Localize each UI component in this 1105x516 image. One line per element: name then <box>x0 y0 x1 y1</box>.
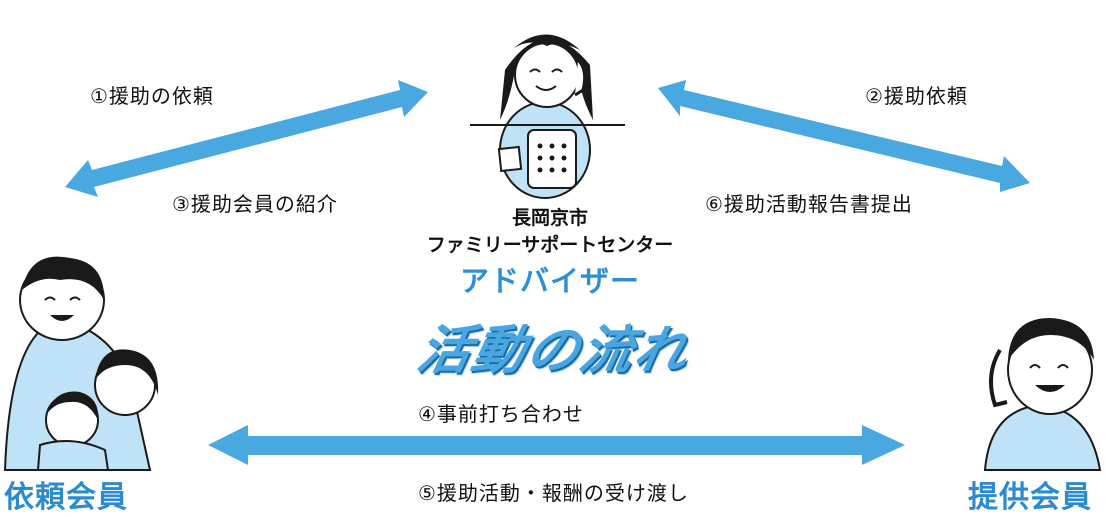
arrow-right-diagonal <box>658 80 1030 192</box>
advisor-illustration <box>470 34 625 199</box>
advisor-role-label: アドバイザー <box>459 264 640 298</box>
arrow-left-diagonal <box>65 80 428 197</box>
diagram-title: 活動の流れ <box>412 321 696 381</box>
provider-member-label: 提供会員 <box>968 480 1092 515</box>
provider-member-illustration <box>983 318 1102 471</box>
step-3-introduction-label: ③援助会員の紹介 <box>172 192 338 216</box>
step-2-request-label: ②援助依頼 <box>865 84 968 108</box>
center-organization-name: 長岡京市 ファミリーサポートセンター <box>395 205 705 259</box>
step-4-meeting-label: ④事前打ち合わせ <box>418 402 584 426</box>
city-name: 長岡京市 <box>511 207 588 229</box>
requester-family-illustration <box>3 256 159 471</box>
arrow-bottom-horizontal <box>208 425 905 465</box>
center-name: ファミリーサポートセンター <box>426 234 674 256</box>
step-6-report-label: ⑥援助活動報告書提出 <box>705 192 913 216</box>
step-5-payment-label: ⑤援助活動・報酬の受け渡し <box>418 481 689 505</box>
requester-member-label: 依頼会員 <box>4 480 128 515</box>
step-1-request-label: ①援助の依頼 <box>90 84 214 108</box>
